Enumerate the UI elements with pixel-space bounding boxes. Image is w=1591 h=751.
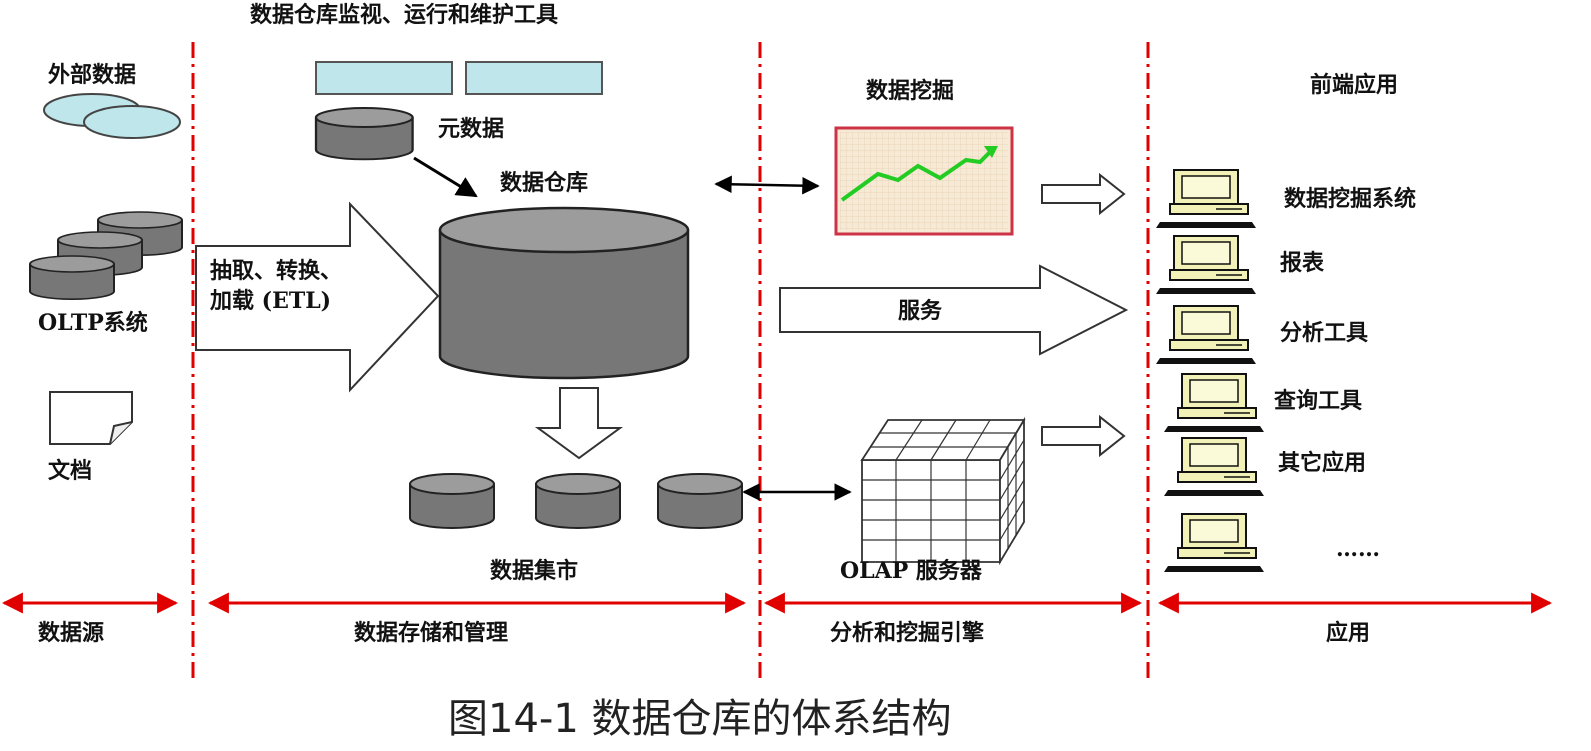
warehouse-database-icon <box>438 206 690 380</box>
computer-icon-1 <box>1155 169 1257 229</box>
computer-icon-3 <box>1155 305 1257 365</box>
zone-label-apps: 应用 <box>1326 620 1370 646</box>
app-item-label: 分析工具 <box>1280 321 1368 346</box>
computer-icon-6 <box>1163 513 1265 573</box>
figure-caption: 图14-1 数据仓库的体系结构 <box>448 696 952 742</box>
app-item-label: 报表 <box>1280 251 1325 276</box>
metadata-database-icon <box>314 106 414 161</box>
computer-icon-2 <box>1155 235 1257 295</box>
data-mining-chart-icon <box>834 126 1014 236</box>
app-item-label: …… <box>1336 536 1380 562</box>
app-item-label: 查询工具 <box>1274 388 1362 414</box>
document-icon <box>49 391 133 445</box>
olap-cube-icon <box>860 416 1026 566</box>
external-data-icon <box>43 93 181 139</box>
document-label: 文档 <box>48 458 92 484</box>
warehouse-mining-link <box>714 175 820 195</box>
warehouse-to-datamart-arrow <box>534 387 624 460</box>
zone-label-storage: 数据存储和管理 <box>354 620 508 646</box>
metadata-bar-icon <box>315 61 603 95</box>
oltp-database-icon <box>29 211 183 301</box>
metadata-to-warehouse-arrow <box>413 156 478 198</box>
computer-icon-5 <box>1163 437 1265 497</box>
zone-label-sources: 数据源 <box>38 620 104 646</box>
mining-to-apps-arrow <box>1041 172 1126 216</box>
computer-icon-4 <box>1163 373 1265 433</box>
oltp-label: OLTP系统 <box>38 310 148 336</box>
service-label: 服务 <box>898 299 943 324</box>
data-mining-label: 数据挖掘 <box>866 78 954 104</box>
etl-label-line2: 加载 (ETL) <box>209 288 331 314</box>
datamart-label: 数据集市 <box>490 558 578 584</box>
app-item-label: 数据挖掘系统 <box>1284 186 1416 212</box>
olap-label: OLAP 服务器 <box>840 558 983 584</box>
app-item-label: 其它应用 <box>1278 450 1366 476</box>
datamart-database-icon <box>409 473 743 529</box>
metadata-label: 元数据 <box>438 116 504 142</box>
etl-arrow <box>195 201 440 393</box>
zone-label-engine: 分析和挖掘引擎 <box>830 620 984 646</box>
etl-label-line1: 抽取、转换、 <box>210 258 342 284</box>
olap-to-apps-arrow <box>1041 414 1126 458</box>
frontend-apps-label: 前端应用 <box>1310 72 1398 98</box>
warehouse-label: 数据仓库 <box>500 170 588 196</box>
tools-title: 数据仓库监视、运行和维护工具 <box>250 2 558 28</box>
external-data-label: 外部数据 <box>48 62 136 88</box>
service-arrow <box>779 264 1129 356</box>
